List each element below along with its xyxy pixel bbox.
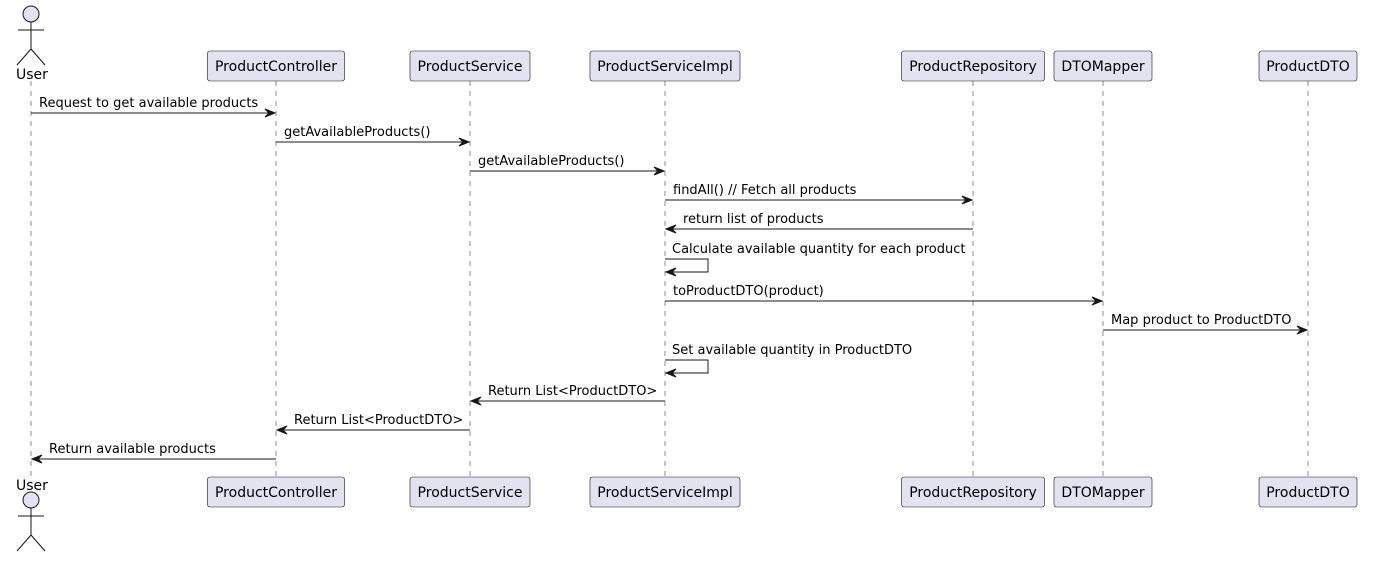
message-8: Map product to ProductDTO [1103,313,1309,335]
participant-dto-bottom: ProductDTO [1258,476,1358,508]
participant-box [1258,50,1358,82]
participant-dto-top: ProductDTO [1258,50,1358,82]
participant-box [901,50,1045,82]
participant-box [1258,476,1358,508]
participant-label: ProductServiceImpl [597,59,732,75]
message-3: getAvailableProducts() [470,154,666,176]
participant-controller-bottom: ProductController [207,476,345,508]
arrow-head [264,108,277,118]
arrow-head [653,166,666,176]
participant-label: ProductController [215,485,337,501]
message-12: Return available products [30,442,276,464]
message-10: Return List<ProductDTO> [469,384,665,406]
arrow-head [275,425,288,435]
message-1: Request to get available products [31,96,277,118]
message-label: Return List<ProductDTO> [294,413,463,428]
participant-box [901,476,1045,508]
participant-label: ProductRepository [909,485,1037,501]
participant-box [409,476,531,508]
lifelines [30,81,1309,482]
message-label: Return available products [49,442,216,457]
arrow-head [30,454,43,464]
participant-serviceImpl-bottom: ProductServiceImpl [589,476,741,508]
message-label: getAvailableProducts() [284,125,430,140]
arrow-head [1091,296,1104,306]
participant-repository-top: ProductRepository [901,50,1045,82]
actor-icon [16,491,46,552]
participant-label: ProductServiceImpl [597,485,732,501]
arrow-head [664,224,677,234]
participant-label: ProductService [418,485,523,501]
participant-box [1053,476,1153,508]
message-label: Set available quantity in ProductDTO [672,343,912,358]
participant-box [207,50,345,82]
actor-icon [16,5,46,66]
actor-user-top: User [16,5,48,83]
arrow-head [664,267,677,277]
message-label: Map product to ProductDTO [1111,313,1291,328]
participant-label: ProductController [215,59,337,75]
arrow-head [458,137,471,147]
message-5: return list of products [664,212,973,234]
actor-label: User [16,67,48,83]
arrow-head [1296,325,1309,335]
participants-bottom: User ProductController ProductService Produ… [16,476,1358,552]
message-label: Request to get available products [39,96,258,111]
actor-label: User [16,478,48,494]
message-9: Set available quantity in ProductDTO [664,343,912,378]
participant-controller-top: ProductController [207,50,345,82]
message-11: Return List<ProductDTO> [275,413,470,435]
message-label: toProductDTO(product) [673,284,824,299]
participant-service-bottom: ProductService [409,476,531,508]
participant-box [589,476,741,508]
self-arrow-line [665,359,709,374]
message-label: Calculate available quantity for each pr… [672,242,965,257]
participant-mapper-bottom: DTOMapper [1053,476,1153,508]
participant-label: ProductDTO [1266,59,1350,75]
actor-user-bottom: User [16,478,48,552]
participant-serviceImpl-top: ProductServiceImpl [589,50,741,82]
message-6: Calculate available quantity for each pr… [664,242,965,277]
message-label: findAll() // Fetch all products [673,183,857,198]
participant-repository-bottom: ProductRepository [901,476,1045,508]
arrow-head [961,195,974,205]
messages: Request to get available products getAvai… [30,96,1309,464]
participant-box [409,50,531,82]
participant-label: DTOMapper [1061,59,1144,75]
message-label: getAvailableProducts() [478,154,624,169]
message-4: findAll() // Fetch all products [665,183,974,205]
message-label: return list of products [683,212,824,227]
participant-label: ProductDTO [1266,485,1350,501]
participant-box [207,476,345,508]
message-label: Return List<ProductDTO> [488,384,657,399]
participant-service-top: ProductService [409,50,531,82]
participant-label: ProductRepository [909,59,1037,75]
participant-mapper-top: DTOMapper [1053,50,1153,82]
message-2: getAvailableProducts() [276,125,471,147]
participant-label: ProductService [418,59,523,75]
self-arrow-line [665,258,709,273]
participants-top: User ProductController ProductService Produ… [16,5,1358,83]
message-7: toProductDTO(product) [665,284,1104,306]
arrow-head [469,396,482,406]
participant-box [589,50,741,82]
participant-box [1053,50,1153,82]
arrow-head [664,368,677,378]
participant-label: DTOMapper [1061,485,1144,501]
